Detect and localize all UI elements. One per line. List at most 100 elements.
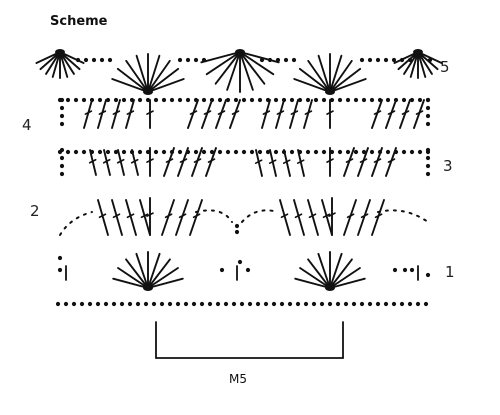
dc-slash — [189, 110, 198, 115]
dc-slash — [345, 158, 354, 163]
chain-dot — [105, 97, 111, 103]
chain-dot — [65, 97, 71, 103]
chain-dot — [55, 301, 61, 307]
foundation-chain — [55, 301, 429, 307]
chain-dot — [303, 301, 309, 307]
dc-stitch — [255, 149, 263, 177]
fan-stitch — [205, 51, 241, 76]
chain-dot — [177, 149, 183, 155]
chain-dot — [233, 149, 239, 155]
dc-slash — [296, 159, 305, 164]
dc-slash — [387, 110, 396, 115]
dc-stitch — [385, 147, 397, 177]
fan-stitch — [147, 267, 179, 289]
dc-slash — [88, 158, 97, 164]
chain-arch — [377, 209, 429, 223]
fan-stitch — [293, 78, 331, 93]
fan-stitch — [329, 252, 343, 289]
fan-stitch — [111, 78, 149, 93]
chain-dot — [219, 267, 225, 273]
chain-dot — [111, 301, 117, 307]
chain-dot — [73, 97, 79, 103]
dc-stitch — [293, 199, 305, 236]
dc-slash — [192, 213, 201, 219]
chain-dot — [239, 301, 245, 307]
chain-dot — [59, 97, 65, 103]
dc-stitch — [343, 199, 357, 236]
fan-stitch — [135, 54, 149, 93]
fan-stitch — [239, 51, 266, 85]
fan-stitch — [317, 252, 331, 289]
chain-dot — [313, 97, 319, 103]
dc-stitch — [385, 99, 397, 129]
dc-slash — [308, 213, 317, 219]
chain-dot — [375, 301, 381, 307]
row-label-3: 3 — [443, 157, 453, 175]
chain-dot — [392, 267, 398, 273]
dc-stitch — [399, 99, 411, 129]
chain-dot — [329, 97, 335, 103]
dc-slash — [98, 213, 107, 219]
dc-stitch — [111, 199, 123, 236]
chain-dot — [87, 301, 93, 307]
chain-dot — [121, 97, 127, 103]
chain-dot — [345, 97, 351, 103]
fan-base — [55, 49, 65, 55]
chain-dot — [265, 149, 271, 155]
chain-dot — [321, 97, 327, 103]
fan-stitch — [125, 258, 149, 289]
dc-slash — [112, 110, 121, 115]
dc-slash — [360, 213, 369, 219]
fan-stitch — [147, 258, 171, 289]
dc-slash — [401, 110, 410, 115]
chain-dot — [361, 149, 367, 155]
chain-arch — [241, 209, 279, 223]
chain-dot — [245, 267, 251, 273]
chain-dot — [321, 149, 327, 155]
dc-slash — [322, 213, 331, 219]
dc-stitch — [297, 149, 305, 177]
chain-dot — [57, 255, 63, 261]
chain-dot — [169, 97, 175, 103]
chain-dot — [287, 301, 293, 307]
chain-dot — [225, 97, 231, 103]
dc-stitch — [269, 149, 277, 177]
dc-stitch — [371, 199, 385, 236]
chain-dot — [79, 301, 85, 307]
chain-dot — [257, 149, 263, 155]
dc-stitch — [371, 147, 383, 177]
fan-stitch — [147, 59, 171, 93]
dc-stitch — [321, 199, 333, 236]
fan-stitch — [51, 51, 61, 78]
dc-slash — [328, 212, 336, 217]
dc-stitch — [139, 199, 151, 236]
chain-dot — [185, 57, 191, 63]
dc-slash — [116, 158, 125, 164]
fan-stitch — [417, 51, 433, 75]
chain-dot — [279, 301, 285, 307]
dc-stitch — [125, 199, 137, 236]
dc-stitch — [191, 147, 203, 177]
dc-stitch — [283, 149, 291, 177]
chain-dot — [401, 97, 407, 103]
dc-stitch — [205, 147, 217, 177]
chain-dot — [291, 57, 297, 63]
chain-dot — [59, 171, 65, 177]
repeat-label: M5 — [229, 372, 247, 386]
chain-dot — [329, 149, 335, 155]
chain-dot — [167, 301, 173, 307]
chain-dot — [161, 97, 167, 103]
chain-dot — [427, 57, 433, 63]
chain-dot — [121, 149, 127, 155]
fan-stitch — [59, 51, 75, 75]
chain-dot — [105, 149, 111, 155]
dc-slash — [112, 213, 121, 219]
dc-slash — [373, 158, 382, 163]
dc-slash — [178, 213, 187, 219]
fan-stitch — [214, 51, 241, 85]
dc-slash — [415, 110, 424, 115]
chain-dot — [257, 97, 263, 103]
dc-slash — [130, 158, 139, 164]
dc-slash — [203, 110, 212, 115]
dc-slash — [231, 110, 240, 115]
